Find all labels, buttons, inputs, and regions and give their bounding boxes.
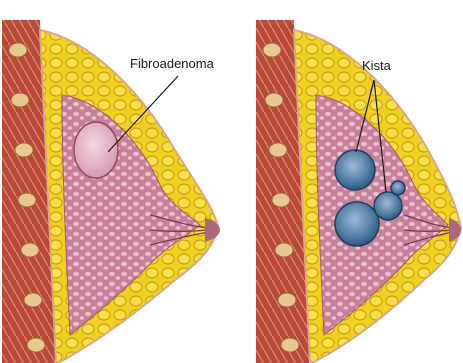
left-breast-diagram: Fibroadenoma	[2, 20, 220, 363]
fibroadenoma-mass	[74, 122, 118, 178]
cyst-lower-left	[335, 202, 379, 246]
cyst-upper	[335, 150, 375, 190]
left-nipple	[205, 218, 220, 242]
cyst-lower-right	[374, 192, 402, 220]
right-breast-diagram: Kista	[256, 20, 461, 363]
cyst-small	[391, 181, 405, 195]
kista-label: Kista	[362, 58, 392, 73]
fibroadenoma-label: Fibroadenoma	[130, 56, 215, 71]
